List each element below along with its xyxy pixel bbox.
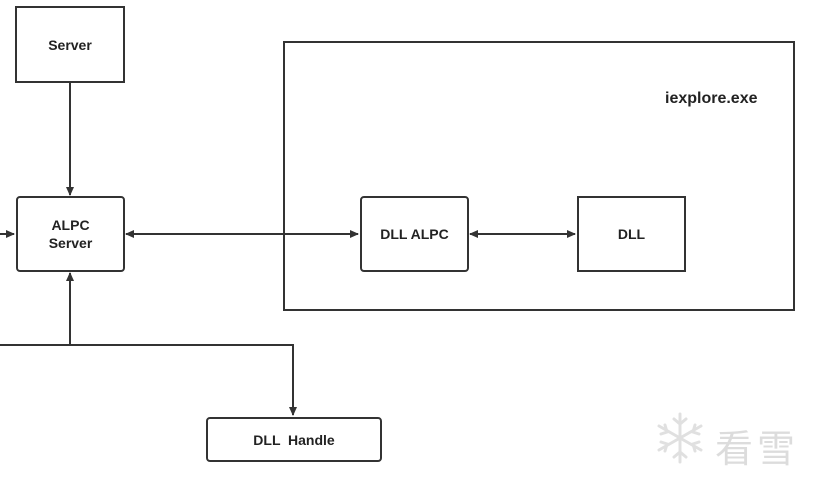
edge-bus-to-dll-handle [0,344,297,416]
dll-alpc-node: DLL ALPC [360,196,469,272]
dll-handle-node: DLL Handle [206,417,382,462]
dll-node-label: DLL [617,226,646,242]
dll-handle-node-label: DLL Handle [253,431,335,448]
watermark-text: 看雪 [715,427,800,471]
watermark: 看雪 [655,410,815,471]
alpc-server-node: ALPC Server [16,196,125,272]
dll-node: DLL [577,196,686,272]
alpc-server-label-line1: ALPC [51,217,90,233]
snowflake-icon [657,412,703,464]
iexplore-label: iexplore.exe [665,90,758,107]
iexplore-container [283,41,795,311]
dll-alpc-node-label: DLL ALPC [380,226,449,242]
server-node-label: Server [48,36,92,53]
server-node: Server [15,6,125,83]
alpc-server-label-line2: Server [48,235,93,251]
